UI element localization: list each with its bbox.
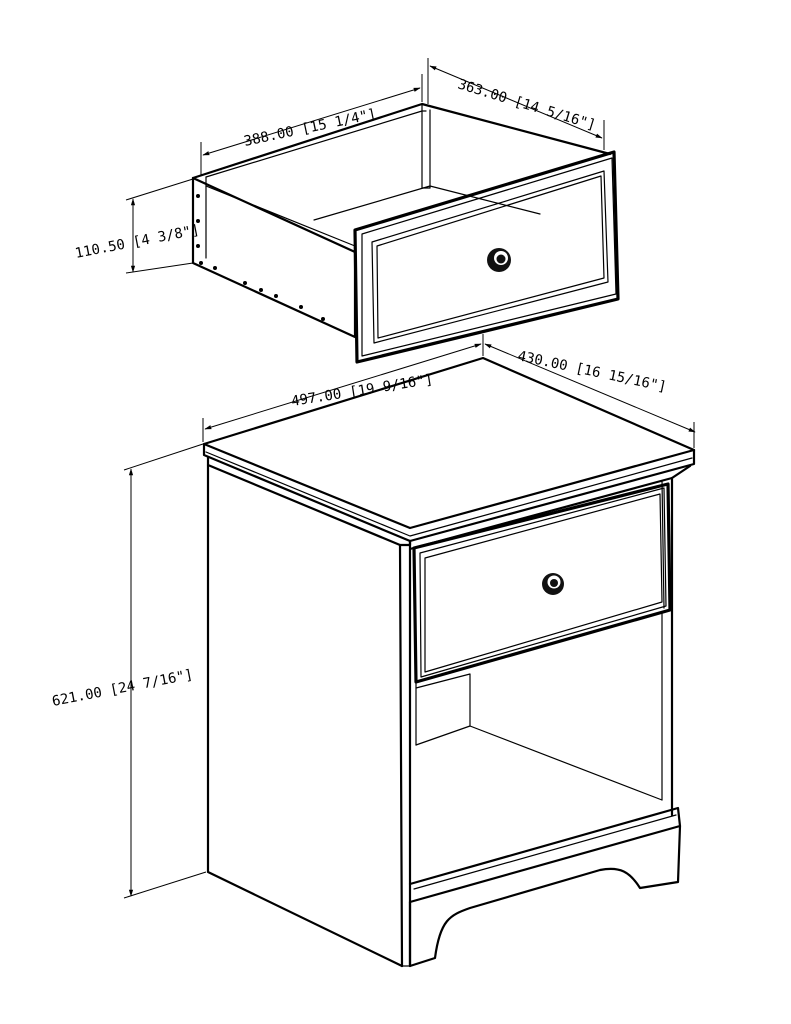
drawer-knob-icon xyxy=(487,248,511,272)
dimension-cabinet-depth: 430.00 [16 15/16"] xyxy=(484,343,696,448)
drawer-width-label: 388.00 [15 1/4"] xyxy=(243,106,378,150)
drawer-height-label: 110.50 [4 3/8"] xyxy=(74,222,201,262)
nightstand-cabinet-illustration xyxy=(202,356,696,968)
dimension-drawer-height: 110.50 [4 3/8"] xyxy=(74,178,201,274)
dimension-cabinet-width: 497.00 [19 9/16"] xyxy=(202,334,484,442)
cabinet-height-label: 621.00 [24 7/16"] xyxy=(51,667,195,710)
drawer-depth-label: 363.00 [14 5/16"] xyxy=(456,77,598,134)
cabinet-width-label: 497.00 [19 9/16"] xyxy=(290,372,434,410)
dimension-drawer-width: 388.00 [15 1/4"] xyxy=(200,74,423,176)
dimension-drawer-depth: 363.00 [14 5/16"] xyxy=(427,58,605,150)
dimension-cabinet-height: 621.00 [24 7/16"] xyxy=(51,443,207,899)
cabinet-knob-icon xyxy=(542,573,564,595)
